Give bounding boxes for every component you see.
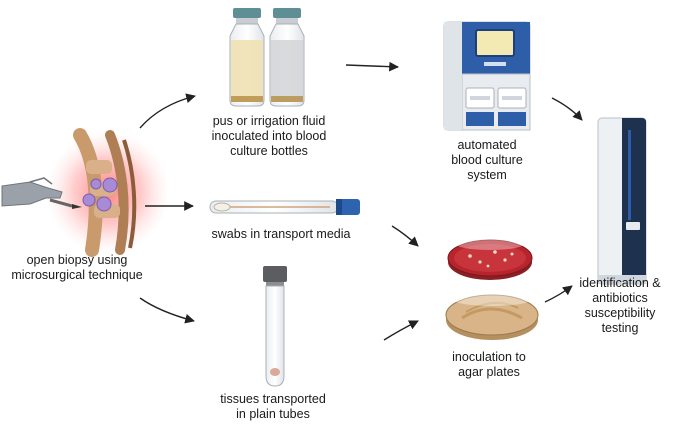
infection-cells-icon [82,177,118,212]
swab-transport-tube-icon [209,199,360,215]
plain-tissue-tube-icon [263,266,287,387]
biopsy-illustration [1,128,170,257]
blood-agar-plate-icon [447,238,533,280]
scalpel-icon [49,198,82,209]
label-open-biopsy: open biopsy using microsurgical techniqu… [11,253,143,282]
flow-arrows [139,61,583,341]
culture-bottle-grey-icon [269,8,305,107]
agar-plates [445,238,539,340]
label-swabs: swabs in transport media [211,227,351,241]
label-identification: identification & antibiotics susceptibil… [579,276,661,335]
arrow-biopsy-to-tube [139,297,195,324]
label-culture-bottles: pus or irrigation fluid inoculated into … [211,114,327,158]
arrow-system-to-identification [551,97,583,121]
chocolate-agar-plate-icon [445,294,539,340]
blood-culture-system-icon [443,21,531,131]
arrow-tube-to-plates [383,320,419,341]
culture-bottle-yellow-icon [229,8,265,107]
arrow-bottles-to-system [345,61,399,72]
arrow-swab-to-plates [391,225,419,247]
gloved-hand-icon [1,177,63,207]
blood-culture-bottles [229,8,305,107]
label-blood-culture-system: automated blood culture system [451,138,523,182]
identification-instrument-icon [597,117,647,285]
arrow-plates-to-identification [544,285,573,303]
label-agar-plates: inoculation to agar plates [452,350,526,379]
arrow-biopsy-to-bottles [139,93,196,129]
label-plain-tubes: tissues transported in plain tubes [220,392,326,421]
